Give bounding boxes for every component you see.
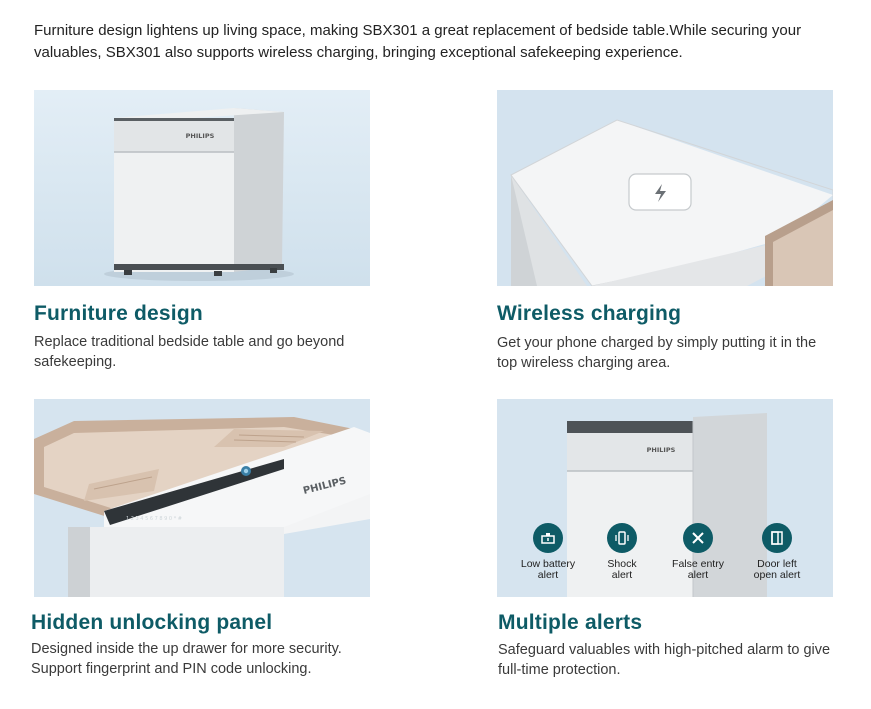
alert-label: open alert <box>753 569 801 581</box>
wireless-charging-title: Wireless charging <box>497 302 682 325</box>
alert-label: Shock <box>607 558 637 570</box>
alerts-row: Low battery alert Shock alert False e <box>497 523 833 593</box>
brand-label: PHILIPS <box>647 446 676 454</box>
hidden-unlocking-panel-description: Designed inside the up drawer for more s… <box>31 641 342 677</box>
wireless-charging-description: Get your phone charged by simply putting… <box>497 335 817 371</box>
multiple-alerts-image: PHILIPS Low battery alert Shoc <box>497 399 833 597</box>
alert-label: False entry <box>672 558 724 570</box>
alert-label: Door left <box>757 558 797 570</box>
multiple-alerts-description: Safeguard valuables with high-pitched al… <box>498 642 831 678</box>
alert-label: Low battery <box>520 558 576 570</box>
alert-shock: Shock alert <box>582 523 662 581</box>
hidden-unlocking-panel-image: 1 2 3 4 5 6 7 8 9 0 * # PHILIPS <box>34 399 370 597</box>
furniture-design-title: Furniture design <box>34 302 203 325</box>
furniture-design-image: PHILIPS <box>34 90 370 286</box>
alert-label: alert <box>611 569 633 581</box>
low-battery-icon <box>533 523 563 553</box>
shock-icon <box>607 523 637 553</box>
furniture-design-description: Replace traditional bedside table and go… <box>34 334 345 370</box>
multiple-alerts-title: Multiple alerts <box>498 611 643 634</box>
wireless-charging-image <box>497 90 833 286</box>
close-icon <box>683 523 713 553</box>
svg-text:1 2 3 4 5 6 7 8 9 0 * #: 1 2 3 4 5 6 7 8 9 0 * # <box>126 516 182 522</box>
door-icon <box>762 523 792 553</box>
alert-label: alert <box>687 569 709 581</box>
alert-low-battery: Low battery alert <box>508 523 588 581</box>
alert-false-entry: False entry alert <box>658 523 738 581</box>
intro-text: Furniture design lightens up living spac… <box>34 22 802 61</box>
brand-label: PHILIPS <box>186 132 215 140</box>
alert-door-open: Door left open alert <box>737 523 817 581</box>
alert-label: alert <box>537 569 559 581</box>
hidden-unlocking-panel-title: Hidden unlocking panel <box>31 611 273 634</box>
